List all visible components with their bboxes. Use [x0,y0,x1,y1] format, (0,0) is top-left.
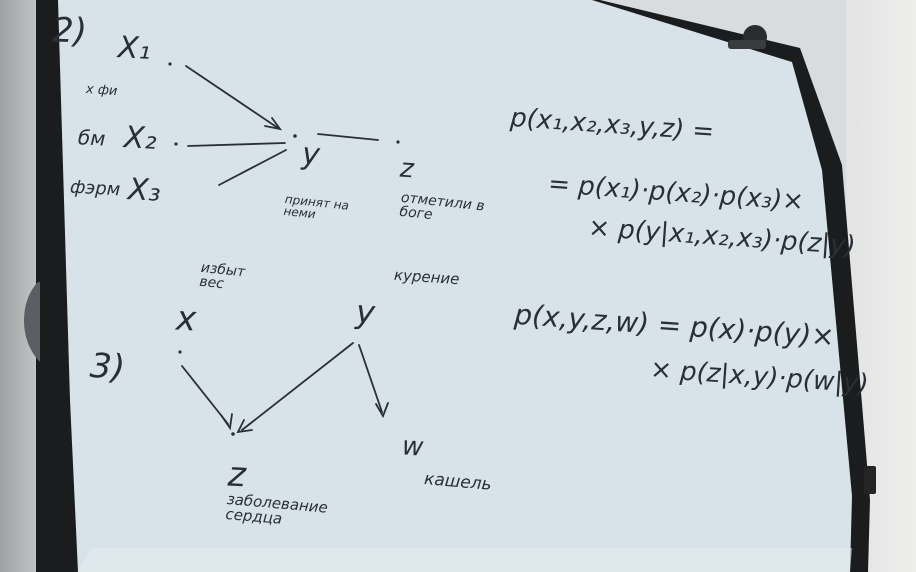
edge-x-z [181,365,229,425]
node-x1: X₁ [117,30,152,67]
dot-z [396,140,400,144]
dot-y [293,134,297,138]
node-y-3: y [354,292,377,332]
node-x-3: x [174,298,198,340]
node-x1-label: х фи [85,81,118,100]
edge-x3-y [218,149,287,186]
edge-x2-y [187,142,286,147]
edge-y-w [358,344,383,413]
node-x3: X₃ [127,172,162,209]
edge-y-z3 [241,342,354,431]
section-2-number: 2) [51,10,88,52]
side-tab [864,466,876,494]
edge-x1-y [185,65,279,129]
camera-mount [728,40,766,49]
section-3-number: 3) [88,345,127,389]
edge-y-z [317,133,379,141]
node-x2-label: бм [77,125,107,151]
node-x3-label-weight: избыт вес [198,259,246,293]
node-x3-label: фэрм [69,176,121,201]
arrowhead-y-w [375,402,389,419]
node-y: y [300,136,321,173]
arrowhead-x1-y [264,117,283,131]
dot-x1 [168,62,172,66]
node-y-3-label: курение [393,265,461,289]
dot-x [178,350,182,354]
wall-left [0,0,38,572]
node-z-3: z [226,454,247,496]
node-x2: X₂ [123,120,158,157]
node-z: z [398,153,415,185]
arrowhead-x-z [220,413,233,431]
arrowhead-y-z3 [236,419,253,434]
dot-x2 [174,142,178,146]
dot-z3 [231,432,235,436]
board-bevel [78,548,852,572]
node-w: w [400,431,425,463]
side-bracket [24,282,40,362]
